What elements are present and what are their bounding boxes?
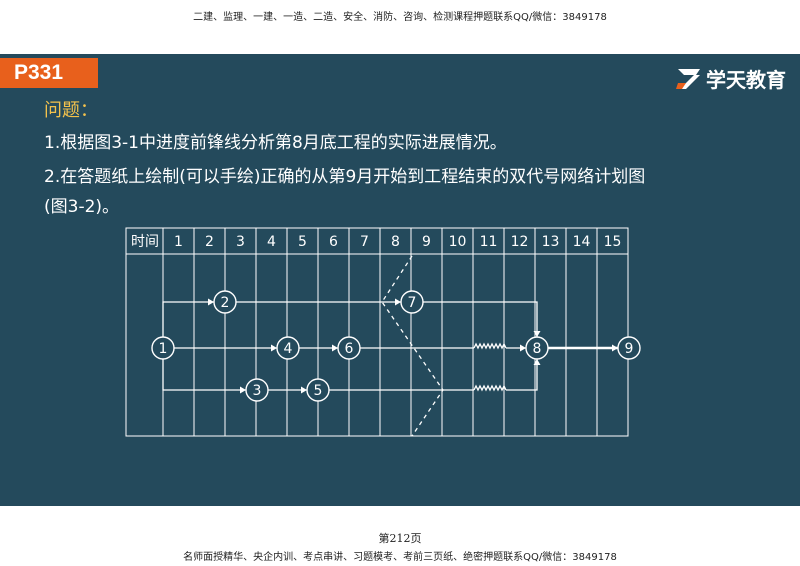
activity-arrow <box>162 301 214 337</box>
arrow-head <box>395 298 401 306</box>
month-label: 12 <box>511 234 529 250</box>
arrow-head <box>271 344 277 352</box>
month-label: 6 <box>329 234 338 250</box>
node-7: 7 <box>400 290 424 314</box>
svg-text:3: 3 <box>253 383 262 399</box>
arrow-head <box>301 386 307 394</box>
node-6: 6 <box>337 336 361 360</box>
month-label: 7 <box>360 234 369 250</box>
svg-text:1: 1 <box>159 341 168 357</box>
month-label: 5 <box>298 234 307 250</box>
diagram-text: 时间 <box>131 234 159 250</box>
progress-front-line <box>381 255 444 437</box>
month-label: 15 <box>604 234 622 250</box>
question-line-3: (图3-2)。 <box>44 197 120 217</box>
brand-name: 学天教育 <box>706 68 786 92</box>
node-2: 2 <box>213 290 237 314</box>
node-5: 5 <box>306 378 330 402</box>
month-label: 10 <box>449 234 467 250</box>
footer: 第212页 名师面授精华、央企内训、考点串讲、习题模考、考前三页纸、绝密押题联系… <box>0 510 800 563</box>
top-banner: 二建、监理、一建、一造、二造、安全、消防、咨询、检测课程押题联系QQ/微信：38… <box>193 12 607 23</box>
brand-logo: 学天教育 <box>676 64 786 93</box>
page-tag: P331 <box>0 58 98 88</box>
question-line-2: 2.在答题纸上绘制(可以手绘)正确的从第9月开始到工程结束的双代号网络计划图 <box>44 167 646 187</box>
month-label: 8 <box>391 234 400 250</box>
activity-arrow <box>506 359 538 391</box>
node-3: 3 <box>245 378 269 402</box>
svg-text:2: 2 <box>221 295 230 311</box>
month-label: 14 <box>573 234 591 250</box>
question-title: 问题： <box>44 100 98 121</box>
month-label: 9 <box>422 234 431 250</box>
svg-text:4: 4 <box>284 341 293 357</box>
arrow-head <box>533 331 541 337</box>
node-9: 9 <box>617 336 641 360</box>
page-number: 第212页 <box>378 532 422 545</box>
month-label: 13 <box>542 234 560 250</box>
svg-text:9: 9 <box>625 341 634 357</box>
free-float-wave <box>473 342 507 350</box>
free-float-wave <box>473 384 507 392</box>
time-header-label: 时间 <box>131 234 159 250</box>
arrow-head <box>533 359 541 365</box>
month-label: 2 <box>205 234 214 250</box>
svg-text:5: 5 <box>314 383 323 399</box>
arrow-head <box>240 386 246 394</box>
slide: P331 学天教育 问题： 1.根据图3-1中进度前锋线分析第8月底工程的实际进… <box>0 54 800 506</box>
arrow-head <box>520 344 526 352</box>
footer-text: 名师面授精华、央企内训、考点串讲、习题模考、考前三页纸、绝密押题联系QQ/微信：… <box>183 552 617 563</box>
activity-arrow <box>423 301 538 337</box>
arrow-head <box>612 344 618 352</box>
zt-logo-icon <box>676 68 700 89</box>
arrow-head <box>208 298 214 306</box>
month-label: 11 <box>480 234 498 250</box>
svg-text:6: 6 <box>345 341 354 357</box>
arrow-head <box>332 344 338 352</box>
svg-text:8: 8 <box>533 341 542 357</box>
month-label: 1 <box>174 234 183 250</box>
month-label: 3 <box>236 234 245 250</box>
node-8: 8 <box>525 336 549 360</box>
activity-arrow <box>162 359 246 391</box>
node-4: 4 <box>276 336 300 360</box>
node-1: 1 <box>151 336 175 360</box>
month-label: 4 <box>267 234 276 250</box>
svg-text:7: 7 <box>408 295 417 311</box>
question-line-1: 1.根据图3-1中进度前锋线分析第8月底工程的实际进展情况。 <box>44 133 507 153</box>
